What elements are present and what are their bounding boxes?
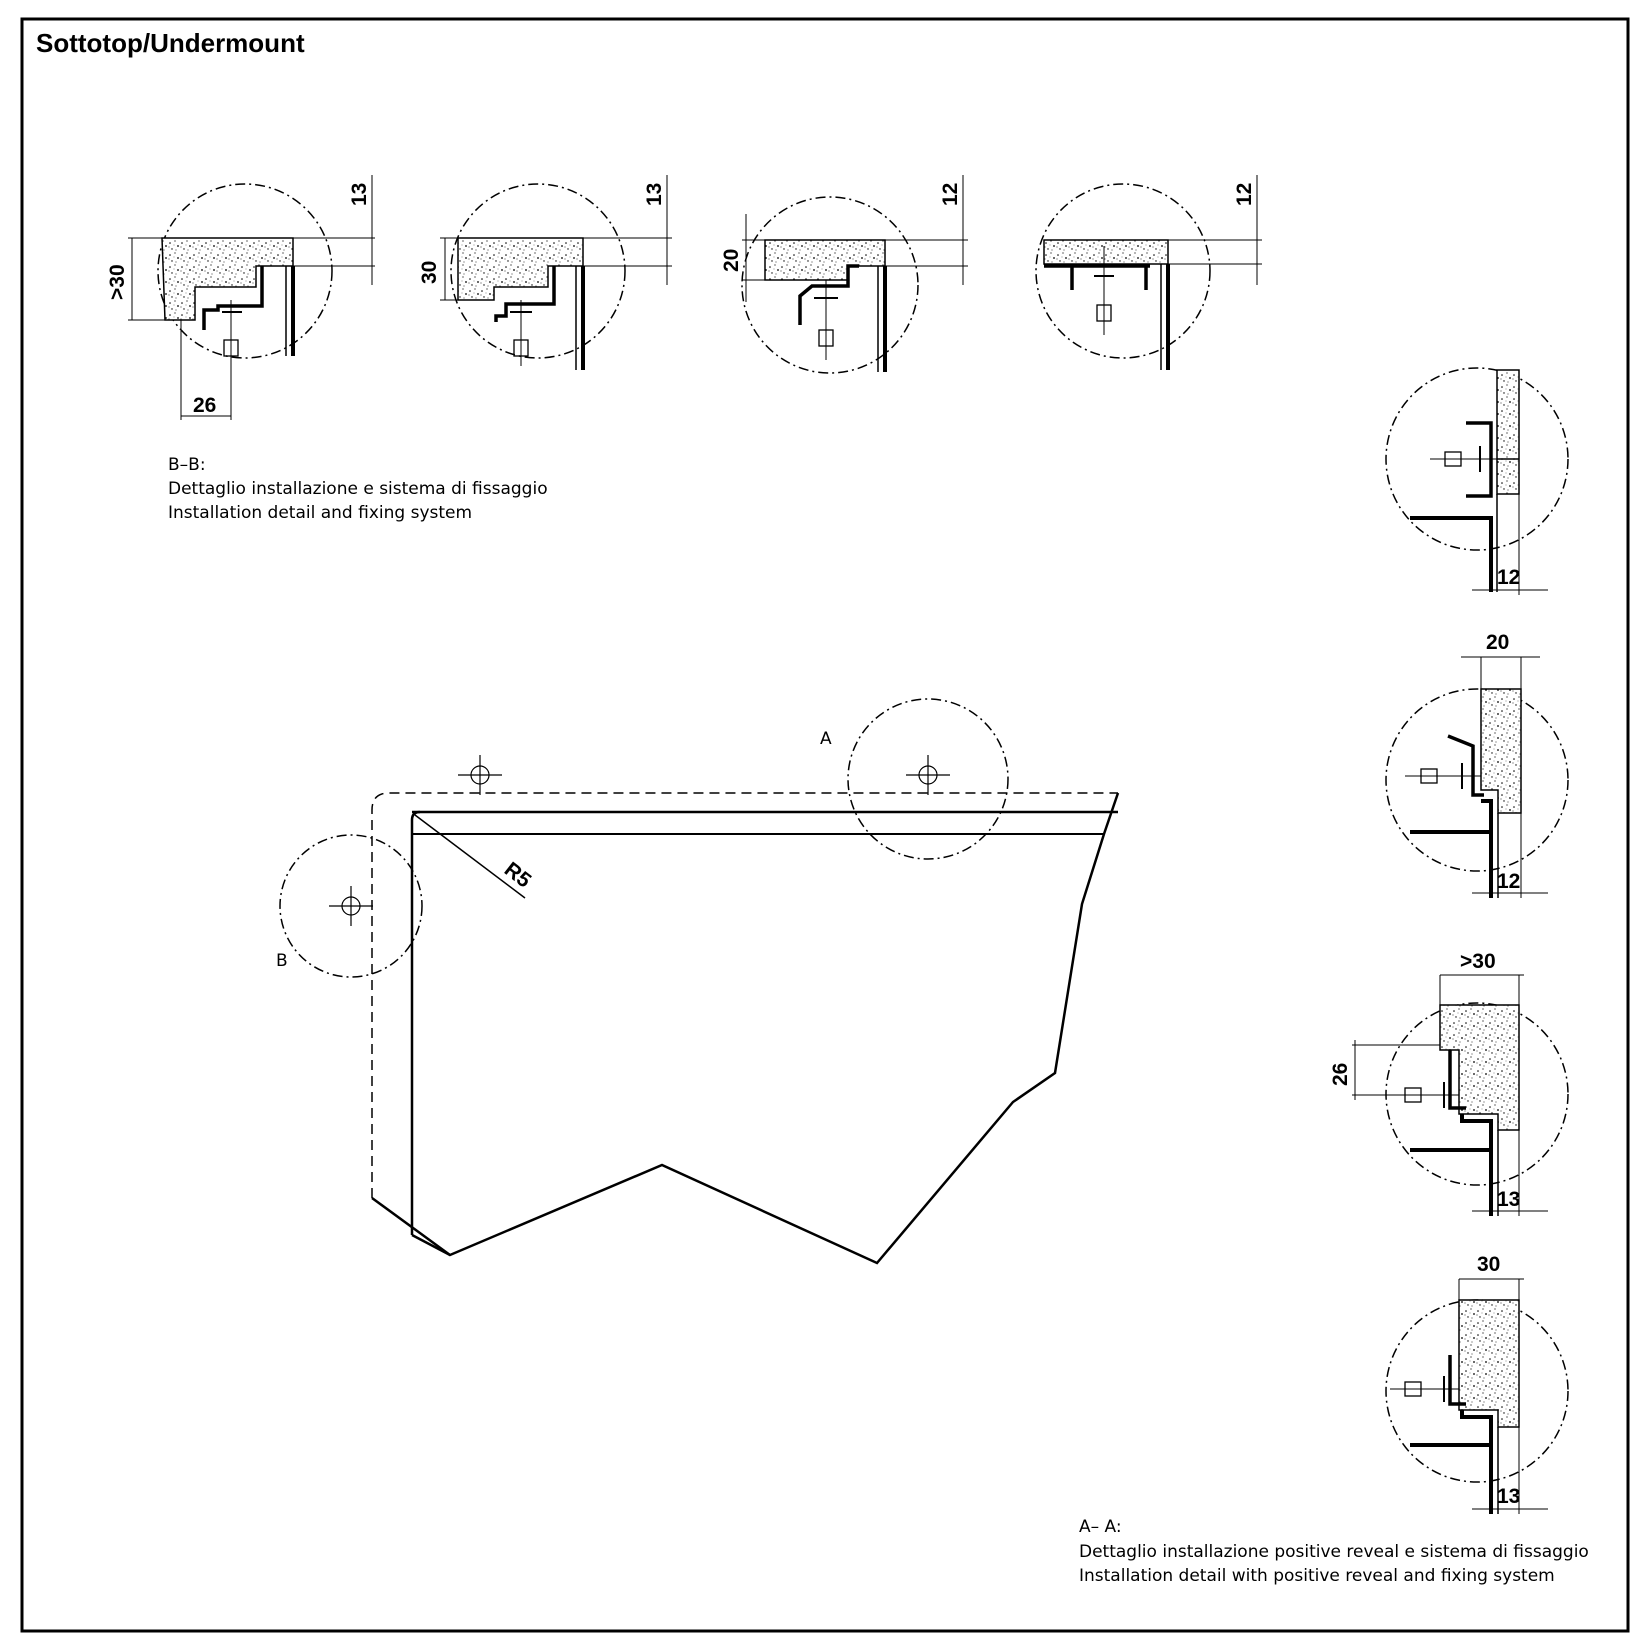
right-detail-1-bottom-dim: 12 bbox=[1497, 566, 1520, 589]
sheet-border bbox=[20, 17, 1630, 1633]
section-bb-line-en: Installation detail and fixing system bbox=[168, 503, 472, 523]
fixing-marker-2 bbox=[906, 755, 950, 795]
section-bb-label: B–B: bbox=[168, 455, 206, 475]
top-detail-4 bbox=[1035, 175, 1262, 370]
right-detail-3-bottom-dim: 13 bbox=[1497, 1188, 1520, 1211]
top-detail-1-top-dim: 13 bbox=[348, 183, 371, 206]
right-detail-4 bbox=[1385, 1278, 1569, 1514]
top-detail-1-left-dim: >30 bbox=[106, 264, 129, 300]
top-detail-1 bbox=[128, 175, 375, 420]
right-detail-2-top-dim: 20 bbox=[1486, 631, 1509, 654]
radius-label: R5 bbox=[500, 858, 536, 893]
page-title: Sottotop/Undermount bbox=[36, 28, 305, 58]
right-detail-4-bottom-dim: 13 bbox=[1497, 1485, 1520, 1508]
top-detail-1-bottom-dim: 26 bbox=[193, 394, 216, 417]
right-detail-1 bbox=[1385, 367, 1569, 595]
right-detail-3 bbox=[1352, 974, 1569, 1216]
right-detail-2 bbox=[1385, 656, 1569, 898]
section-aa-line-it: Dettaglio installazione positive reveal … bbox=[1079, 1542, 1589, 1562]
top-detail-2 bbox=[440, 175, 672, 370]
plan-label-b: B bbox=[276, 951, 288, 971]
fixing-marker-3 bbox=[329, 886, 373, 926]
top-detail-2-left-dim: 30 bbox=[418, 261, 441, 284]
plan-label-a: A bbox=[820, 729, 832, 749]
right-detail-4-top-dim: 30 bbox=[1477, 1253, 1500, 1276]
top-detail-3-left-dim: 20 bbox=[720, 249, 743, 272]
section-aa-label: A– A: bbox=[1079, 1517, 1122, 1537]
fixing-marker-1 bbox=[458, 755, 502, 795]
right-detail-3-side-dim: 26 bbox=[1329, 1063, 1352, 1086]
plan-view bbox=[279, 698, 1120, 1265]
section-bb-line-it: Dettaglio installazione e sistema di fis… bbox=[168, 479, 548, 499]
top-detail-4-top-dim: 12 bbox=[1233, 183, 1256, 206]
top-detail-3 bbox=[741, 175, 968, 374]
right-detail-3-top-dim: >30 bbox=[1460, 950, 1496, 973]
right-detail-2-bottom-dim: 12 bbox=[1497, 870, 1520, 893]
top-detail-3-top-dim: 12 bbox=[939, 183, 962, 206]
top-detail-2-top-dim: 13 bbox=[643, 183, 666, 206]
section-aa-line-en: Installation detail with positive reveal… bbox=[1079, 1566, 1555, 1586]
